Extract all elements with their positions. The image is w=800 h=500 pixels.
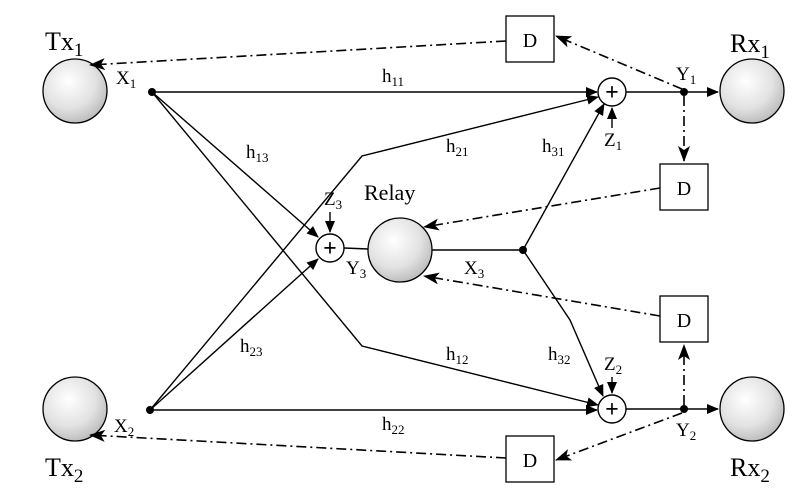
rx2-node [719, 376, 785, 442]
rx1-node [719, 58, 785, 124]
channel-h13-line [151, 91, 319, 238]
feedback-d-upper-right-to-relay [423, 187, 661, 231]
signal-y2-label: Y2 [676, 420, 696, 443]
tx2-node [42, 376, 108, 442]
channel-h31-label: h31 [542, 136, 565, 159]
svg-text:+: + [323, 236, 337, 262]
tx2-label: Tx2 [45, 453, 83, 487]
svg-text:+: + [605, 80, 619, 106]
rx2-label: Rx2 [730, 453, 770, 487]
rx1-label: Rx1 [730, 29, 770, 63]
channel-h21-label: h21 [446, 136, 469, 159]
feedback-y2-to-d-bottom [555, 412, 683, 461]
junction-y2 [680, 405, 688, 413]
delay-box-top: D [505, 15, 555, 63]
channel-h32-line [522, 249, 604, 397]
feedback-d-bottom-to-tx2 [89, 429, 507, 459]
signal-x1-label: X1 [116, 68, 136, 91]
adder-rx1: + [597, 77, 627, 107]
channel-h23-line [149, 258, 319, 411]
channel-h13-label: h13 [246, 142, 269, 165]
delay-box-upper-right: D [659, 163, 709, 211]
channel-h12-line [151, 91, 599, 408]
tx1-node [42, 58, 108, 124]
channel-h21-line [149, 94, 599, 411]
signal-y1-label: Y1 [676, 64, 696, 87]
signal-y3-label: Y3 [346, 258, 366, 281]
junction-x3 [519, 246, 527, 254]
feedback-d-top-to-tx1 [89, 40, 507, 71]
delay-box-bottom: D [505, 435, 555, 483]
junction-x2 [146, 406, 154, 414]
signal-x3-label: X3 [464, 258, 484, 281]
feedback-y1-to-d-top [555, 35, 683, 90]
channel-h23-label: h23 [240, 336, 263, 359]
channel-h11-label: h11 [382, 66, 404, 89]
channel-h22-label: h22 [382, 414, 405, 437]
relay-label: Relay [364, 180, 415, 205]
adder-relay: + [315, 233, 345, 263]
channel-h32-label: h32 [548, 344, 571, 367]
svg-text:+: + [605, 397, 619, 423]
noise-z2-label: Z2 [604, 354, 622, 377]
svg-text:D: D [677, 178, 691, 200]
svg-text:D: D [523, 450, 537, 472]
adder-rx2: + [597, 394, 627, 424]
channel-h31-line [522, 103, 605, 251]
delay-box-lower-right: D [659, 295, 709, 343]
junction-y1 [680, 88, 688, 96]
noise-z3-label: Z3 [324, 189, 342, 212]
svg-text:D: D [523, 30, 537, 52]
feedback-d-lower-right-to-relay [423, 272, 661, 317]
tx1-label: Tx1 [45, 27, 83, 61]
svg-text:D: D [677, 310, 691, 332]
signal-x2-label: X2 [114, 416, 134, 439]
junction-x1 [148, 88, 156, 96]
noise-z1-label: Z1 [604, 130, 622, 153]
channel-h12-label: h12 [446, 344, 469, 367]
relay-node [367, 217, 433, 283]
adder-relay-output-line [343, 247, 369, 250]
